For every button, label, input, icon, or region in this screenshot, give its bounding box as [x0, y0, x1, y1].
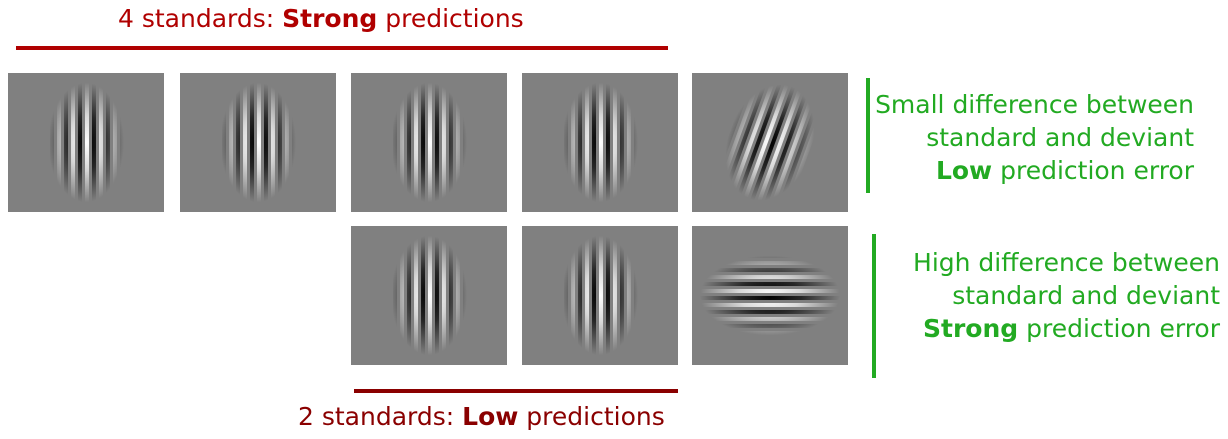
gabor-patch-standard-6: [522, 226, 678, 365]
note-small-suffix: prediction error: [992, 156, 1194, 185]
note-high-suffix: prediction error: [1018, 314, 1220, 343]
gabor-patch-deviant-horizontal: [692, 226, 848, 365]
top-caption-strength: Strong: [282, 4, 378, 33]
top-caption-bar: [16, 46, 668, 50]
note-high-line1: High difference between: [913, 248, 1220, 277]
gabor-patch-standard-1: [8, 73, 164, 212]
bottom-caption-suffix: predictions: [518, 402, 665, 431]
note-high-line3: Strong prediction error: [913, 312, 1220, 345]
gabor-patch-standard-5: [351, 226, 507, 365]
bottom-caption-count: 2 standards:: [298, 402, 463, 431]
note-small-line2: standard and deviant: [926, 123, 1194, 152]
gabor-patch-deviant-tilted: [692, 73, 848, 212]
note-small-bar: [866, 78, 870, 193]
note-high-line2: standard and deviant: [952, 281, 1220, 310]
bottom-caption-bar: [354, 389, 678, 393]
gabor-patch-standard-4: [522, 73, 678, 212]
top-caption-count: 4 standards:: [118, 4, 283, 33]
note-high-bar: [872, 234, 876, 378]
note-high-difference: High difference between standard and dev…: [913, 246, 1220, 345]
top-caption-suffix: predictions: [377, 4, 524, 33]
bottom-caption-strength: Low: [462, 402, 519, 431]
gabor-patch-standard-3: [351, 73, 507, 212]
note-high-strength: Strong: [923, 314, 1019, 343]
top-caption: 4 standards: Strong predictions: [118, 4, 524, 33]
note-small-difference: Small difference between standard and de…: [875, 88, 1194, 187]
gabor-patch-standard-2: [180, 73, 336, 212]
note-small-strength: Low: [935, 156, 993, 185]
note-small-line3: Low prediction error: [875, 154, 1194, 187]
note-small-line1: Small difference between: [875, 90, 1194, 119]
bottom-caption: 2 standards: Low predictions: [298, 402, 665, 431]
